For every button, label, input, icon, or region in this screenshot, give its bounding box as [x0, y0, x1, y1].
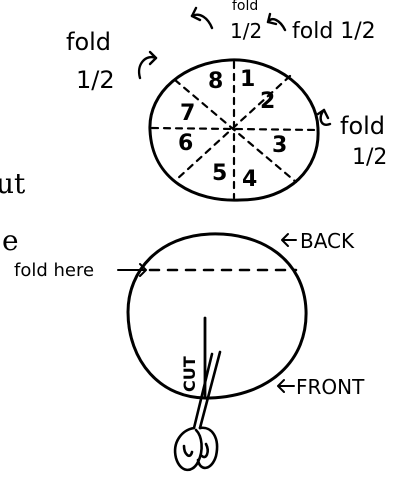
segment-number-5: 5 [212, 161, 227, 186]
right-fold-half: 1/2 [352, 145, 387, 170]
top-fold-half: 1/2 [230, 19, 262, 43]
segment-number-6: 6 [178, 131, 193, 156]
right-fold-word: fold [340, 112, 385, 140]
back-label: BACK [300, 229, 355, 253]
edge-text-line2: e [2, 224, 19, 257]
segment-number-3: 3 [272, 133, 287, 158]
left-fold-word: fold [66, 28, 111, 56]
top-circle-group: 8 1 2 3 4 5 6 7 fold 1/2 fold 1/2 fold 1… [66, 0, 387, 200]
front-arrow-icon [278, 380, 294, 392]
bottom-circle-group: fold here BACK FRONT CUT [14, 229, 365, 470]
fold-here-label: fold here [14, 260, 94, 281]
left-fold-half: 1/2 [76, 66, 115, 94]
back-arrow-icon [282, 234, 296, 246]
cut-label: CUT [180, 356, 199, 392]
top-right-fold: fold 1/2 [292, 19, 376, 44]
top-fold-word: fold [232, 0, 258, 14]
front-label: FRONT [296, 375, 365, 399]
edge-text-line1: ut [0, 167, 26, 200]
segment-number-2: 2 [260, 89, 275, 114]
segment-number-7: 7 [180, 101, 195, 126]
fold-labels: fold 1/2 fold 1/2 fold 1/2 fold 1/2 [66, 0, 387, 170]
bottom-circle-outline [128, 234, 306, 398]
scissors-finger-hole-left [184, 446, 192, 456]
segment-number-1: 1 [240, 67, 255, 92]
segment-number-4: 4 [242, 167, 257, 192]
fold-here-arrow-icon [118, 264, 146, 276]
segment-number-8: 8 [208, 69, 223, 94]
